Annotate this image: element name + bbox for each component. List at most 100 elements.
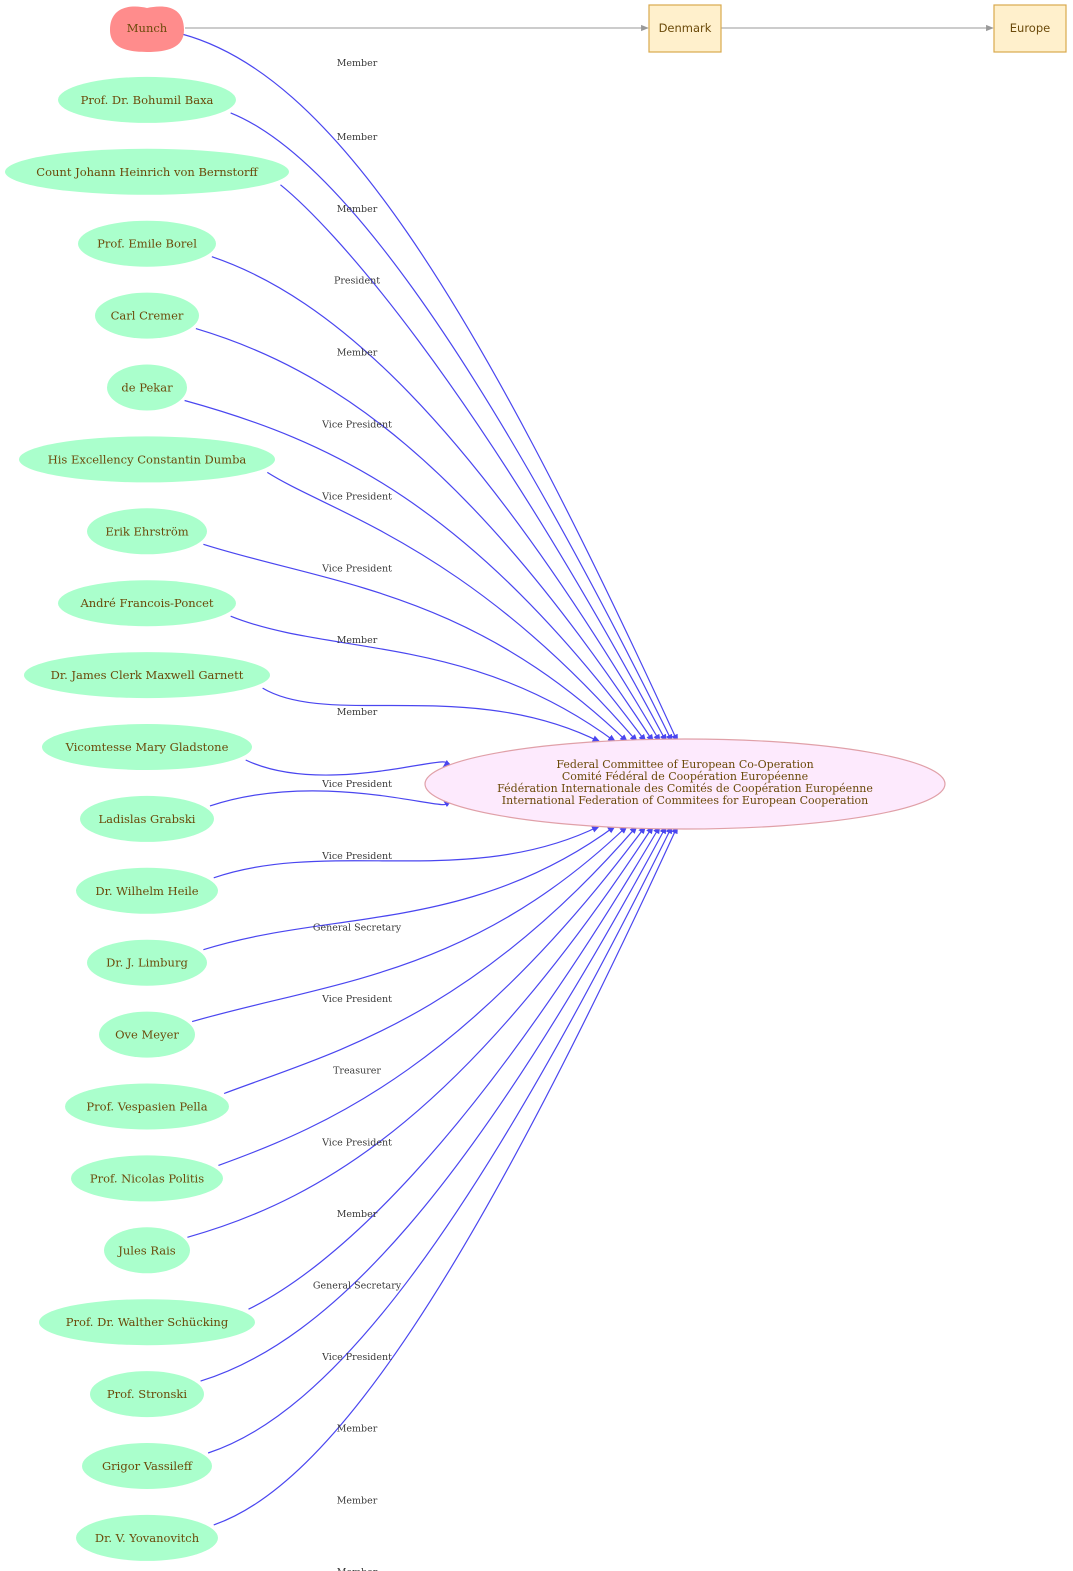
edge-prof-dr-walther-schucking	[248, 825, 661, 1310]
edge-dr-j-limburg	[203, 825, 616, 951]
edge-label-role: Member	[337, 204, 378, 215]
edge-jules-rais	[187, 825, 654, 1238]
person-node-ladislas-grabski[interactable]: Ladislas Grabski	[80, 795, 214, 842]
edge-prof-stronski	[200, 825, 667, 1382]
person-node-prof-stronski[interactable]: Prof. Stronski	[90, 1371, 204, 1418]
person-node-grigor-vassileff[interactable]: Grigor Vassileff	[82, 1443, 212, 1489]
person-label: Dr. James Clerk Maxwell Garnett	[51, 668, 244, 682]
person-node-jules-rais[interactable]: Jules Rais	[104, 1227, 190, 1274]
person-label: André Francois-Poncet	[79, 596, 213, 610]
person-shape	[76, 867, 218, 914]
person-shape	[76, 1514, 218, 1561]
person-node-prof-nicolas-politis[interactable]: Prof. Nicolas Politis	[71, 1155, 223, 1202]
person-node-dr-v-yovanovitch[interactable]: Dr. V. Yovanovitch	[76, 1514, 218, 1561]
location-node-denmark[interactable]: Denmark	[648, 4, 722, 53]
location-node-europe[interactable]: Europe	[993, 4, 1067, 53]
edge-prof-dr-bohumil-baxa	[230, 112, 673, 743]
edge-label-role: Vice President	[321, 563, 392, 574]
person-node-prof-dr-walther-schucking[interactable]: Prof. Dr. Walther Schücking	[39, 1299, 255, 1346]
committee-shape	[424, 738, 946, 830]
person-shape	[90, 1371, 204, 1418]
person-label: Prof. Dr. Bohumil Baxa	[81, 93, 214, 107]
person-label: Prof. Nicolas Politis	[90, 1171, 204, 1185]
edge-prof-vespasien-pella	[223, 825, 638, 1095]
edge-label-role: Vice President	[321, 851, 392, 862]
person-node-munch[interactable]: Munch	[110, 6, 184, 52]
person-node-carl-cremer[interactable]: Carl Cremer	[95, 292, 199, 339]
person-node-dr-j-limburg[interactable]: Dr. J. Limburg	[87, 939, 207, 986]
person-label: Carl Cremer	[111, 309, 184, 323]
person-node-andre-francois-poncet[interactable]: André Francois-Poncet	[58, 580, 236, 627]
person-shape	[82, 1443, 212, 1489]
edge-dr-wilhelm-heile	[213, 825, 601, 879]
person-shape	[58, 580, 236, 627]
edge-ladislas-grabski	[209, 790, 452, 807]
person-shape	[39, 1299, 255, 1346]
edge-carl-cremer	[195, 328, 654, 743]
person-shape	[99, 1011, 195, 1058]
person-label: His Excellency Constantin Dumba	[48, 452, 247, 466]
person-label: Vicomtesse Mary Gladstone	[65, 740, 229, 754]
person-label: Ove Meyer	[115, 1028, 179, 1042]
person-node-dr-james-clerk-maxwell-garnett[interactable]: Dr. James Clerk Maxwell Garnett	[24, 652, 270, 699]
edge-vicomtesse-mary-gladstone	[245, 759, 451, 776]
person-node-erik-ehrstrom[interactable]: Erik Ehrström	[87, 508, 207, 555]
person-node-prof-dr-bohumil-baxa[interactable]: Prof. Dr. Bohumil Baxa	[58, 76, 236, 123]
edge-label-role: Vice President	[321, 779, 392, 790]
person-label: Munch	[127, 21, 168, 35]
location-box	[993, 4, 1067, 53]
person-shape	[24, 652, 270, 699]
edge-label-role: Member	[337, 1424, 378, 1435]
person-shape	[87, 508, 207, 555]
committee-node[interactable]: Federal Committee of European Co-Operati…	[424, 738, 946, 830]
person-node-prof-vespasien-pella[interactable]: Prof. Vespasien Pella	[65, 1083, 229, 1130]
edge-label-role: Member	[337, 1567, 378, 1571]
edge-andre-francois-poncet	[230, 615, 617, 743]
person-label: Erik Ehrström	[105, 524, 188, 538]
person-node-dr-wilhelm-heile[interactable]: Dr. Wilhelm Heile	[76, 867, 218, 914]
person-label: Grigor Vassileff	[102, 1459, 193, 1473]
person-node-de-pekar[interactable]: de Pekar	[107, 364, 187, 411]
edge-count-johann-heinrich-von-bernstorff	[280, 184, 668, 743]
edge-label-role: Member	[337, 635, 378, 646]
location-label: Denmark	[659, 21, 712, 35]
edge-label-role: Member	[337, 348, 378, 359]
edge-label-role: Member	[337, 707, 378, 718]
person-label: Dr. Wilhelm Heile	[95, 884, 198, 898]
edge-dr-v-yovanovitch	[213, 825, 679, 1526]
edge-label-role: Vice President	[321, 491, 392, 502]
location-box	[648, 4, 722, 53]
person-shape	[110, 6, 184, 52]
edge-erik-ehrstrom	[203, 543, 629, 743]
edge-label-role: President	[334, 276, 380, 287]
person-label: Ladislas Grabski	[99, 812, 196, 826]
person-shape	[42, 724, 252, 770]
edge-label-role: Member	[337, 1495, 378, 1506]
person-shape	[71, 1155, 223, 1202]
person-shape	[87, 939, 207, 986]
person-label: Prof. Dr. Walther Schücking	[66, 1315, 229, 1329]
person-node-count-johann-heinrich-von-bernstorff[interactable]: Count Johann Heinrich von Bernstorff	[5, 148, 289, 195]
edge-label-role: Member	[337, 132, 378, 143]
edge-label-role: Vice President	[321, 994, 392, 1005]
edge-label-role: Vice President	[321, 1137, 392, 1148]
edge-his-excellency-constantin-dumba	[266, 471, 638, 743]
person-shape	[95, 292, 199, 339]
person-shape	[19, 436, 275, 483]
edge-munch	[181, 33, 679, 743]
person-node-ove-meyer[interactable]: Ove Meyer	[99, 1011, 195, 1058]
edge-dr-james-clerk-maxwell-garnett	[262, 687, 601, 743]
person-label: Prof. Vespasien Pella	[86, 1100, 207, 1114]
person-node-vicomtesse-mary-gladstone[interactable]: Vicomtesse Mary Gladstone	[42, 724, 252, 770]
edges-layer	[181, 24, 994, 1526]
person-node-his-excellency-constantin-dumba[interactable]: His Excellency Constantin Dumba	[19, 436, 275, 483]
committee-name-line: Federal Committee of European Co-Operati…	[556, 758, 813, 771]
location-label: Europe	[1010, 21, 1050, 35]
edge-prof-emile-borel	[211, 256, 661, 743]
committee-name-line: International Federation of Commitees fo…	[502, 794, 869, 807]
person-label: Count Johann Heinrich von Bernstorff	[36, 165, 258, 179]
edge-grigor-vassileff	[207, 825, 673, 1454]
edge-prof-nicolas-politis	[218, 825, 647, 1166]
person-node-prof-emile-borel[interactable]: Prof. Emile Borel	[78, 220, 216, 267]
